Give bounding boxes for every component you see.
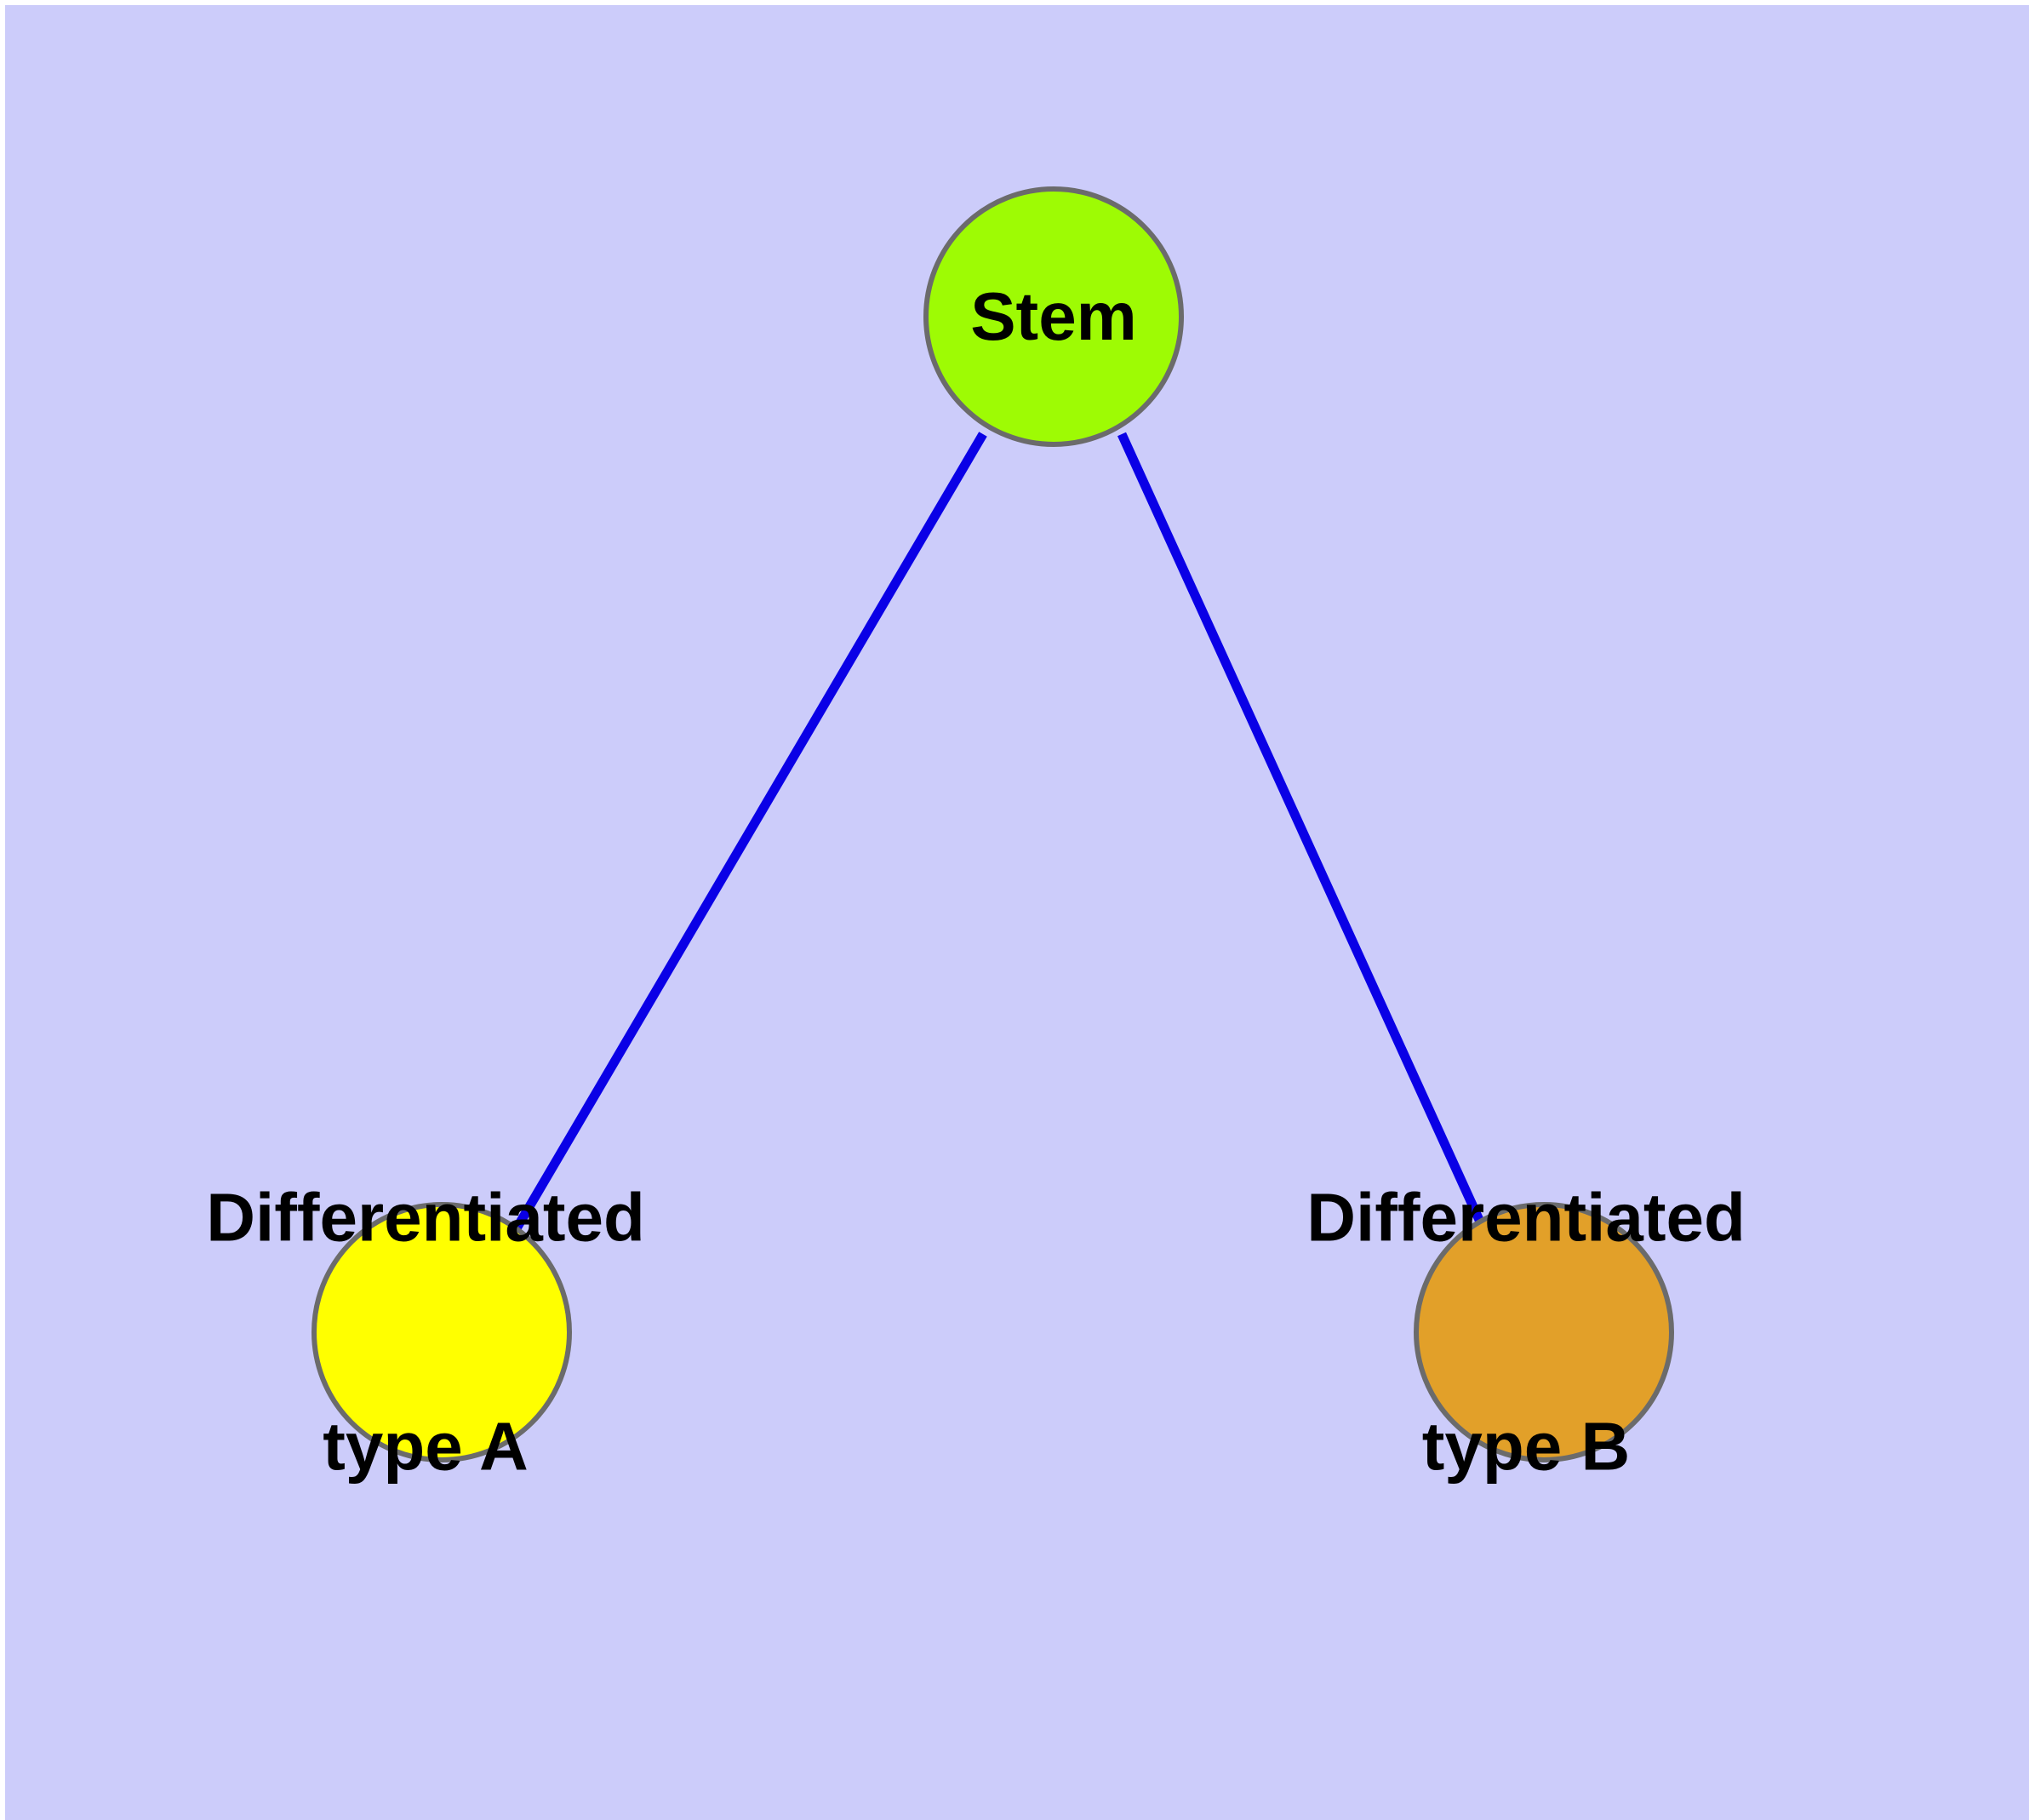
edge-stem-to-diff-a (512, 432, 987, 1231)
node-group (311, 186, 1674, 1462)
node-circle-diff-a[interactable] (311, 1202, 572, 1462)
node-circle-diff-b[interactable] (1414, 1202, 1674, 1462)
edge-group (512, 432, 1484, 1231)
edge-stem-to-diff-b (1117, 432, 1484, 1222)
node-circle-stem[interactable] (923, 186, 1184, 447)
